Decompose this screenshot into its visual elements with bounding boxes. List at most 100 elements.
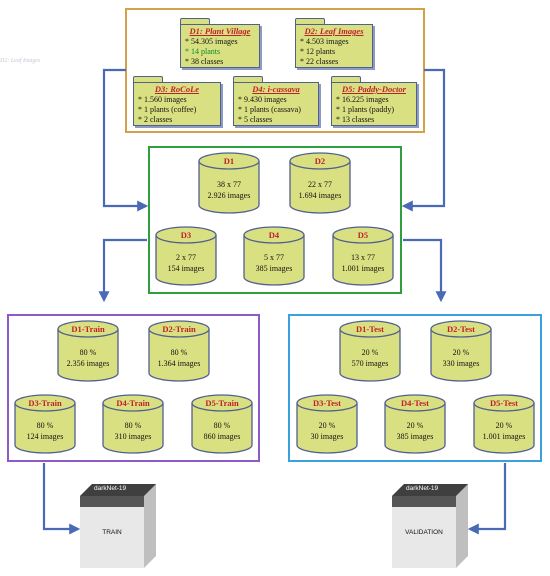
arrow-sources-to-subsets-left xyxy=(102,68,149,212)
cylinder-line: 80 % xyxy=(170,348,188,357)
folder-tab xyxy=(233,76,263,84)
cylinder-line: 2.926 images xyxy=(207,191,251,200)
folder-line: * 1 plants (paddy) xyxy=(336,105,394,114)
folder-lines: * 4.503 images * 12 plants * 22 classes xyxy=(300,37,349,67)
model-box-validation: darkNet-19 VALIDATION xyxy=(392,484,470,570)
cylinder-shape xyxy=(148,320,210,382)
cylinder-line: 13 x 77 xyxy=(351,253,375,262)
cylinder-line: 20 % xyxy=(495,421,513,430)
folder-line: * 13 classes xyxy=(336,115,375,124)
folder-line: * 54.305 images xyxy=(185,37,238,46)
subset-datasets-frame xyxy=(148,146,402,294)
folder-line: * 5 classes xyxy=(238,115,273,124)
cylinder-line: 1.694 images xyxy=(298,191,342,200)
cylinder-line: 30 images xyxy=(310,432,344,441)
cylinder-shape xyxy=(102,394,164,454)
cylinder-line: 570 images xyxy=(351,359,389,368)
folder-line: * 9.430 images xyxy=(238,95,287,104)
test-cylinder-d1: D1-Test 20 % 570 images xyxy=(339,320,401,382)
cylinder-line: 2.356 images xyxy=(66,359,110,368)
cylinder-line: 20 % xyxy=(361,348,379,357)
folder-line: * 38 classes xyxy=(185,57,224,66)
cylinder-shape xyxy=(430,320,492,382)
cylinder-shape xyxy=(473,394,535,454)
cylinder-title: D1-Test xyxy=(355,324,385,334)
cylinder-line: 385 images xyxy=(255,264,293,273)
source-folder-d3: D3: RoCoLe * 1.560 images * 1 plants (co… xyxy=(133,76,221,126)
arrow-train-to-model xyxy=(42,463,81,535)
arrow-subsets-to-train xyxy=(98,238,147,303)
cylinder-line: 154 images xyxy=(167,264,205,273)
folder-line: * 12 plants xyxy=(300,47,336,56)
cylinder-title: D3-Train xyxy=(28,398,62,408)
folder-lines: * 1.560 images * 1 plants (coffee) * 2 c… xyxy=(138,95,196,125)
dataset-cylinder-d2: D2 22 x 77 1.694 images xyxy=(289,152,351,214)
folder-lines: * 16.225 images * 1 plants (paddy) * 13 … xyxy=(336,95,394,125)
test-cylinder-d5: D5-Test 20 % 1.001 images xyxy=(473,394,535,454)
folder-title: D1: Plant Village xyxy=(189,26,251,36)
arrow-sources-to-subsets-right xyxy=(401,68,446,212)
folder-title: D2: Leaf Images xyxy=(304,26,364,36)
cylinder-line: 330 images xyxy=(442,359,480,368)
cylinder-line: 22 x 77 xyxy=(308,180,332,189)
train-cylinder-d3: D3-Train 80 % 124 images xyxy=(14,394,76,454)
train-split-frame xyxy=(7,314,260,462)
cylinder-title: D4-Train xyxy=(116,398,150,408)
cylinder-title: D1 xyxy=(223,156,235,166)
cylinder-title: D3-Test xyxy=(312,398,342,408)
cylinder-title: D1-Train xyxy=(71,324,105,334)
folder-body: D3: RoCoLe * 1.560 images * 1 plants (co… xyxy=(133,82,221,126)
cylinder-line: 1.001 images xyxy=(341,264,385,273)
cylinder-shape xyxy=(191,394,253,454)
model-box-header: darkNet-19 xyxy=(94,485,127,492)
cylinder-shape xyxy=(198,152,260,214)
dataset-cylinder-d3: D3 2 x 77 154 images xyxy=(155,226,217,286)
cylinder-shape xyxy=(339,320,401,382)
dataset-cylinder-d4: D4 5 x 77 385 images xyxy=(243,226,305,286)
model-box-train: darkNet-19 TRAIN xyxy=(80,484,158,570)
test-cylinder-d3: D3-Test 20 % 30 images xyxy=(296,394,358,454)
test-cylinder-d2: D2-Test 20 % 330 images xyxy=(430,320,492,382)
train-cylinder-d5: D5-Train 80 % 860 images xyxy=(191,394,253,454)
cylinder-title: D4-Test xyxy=(400,398,430,408)
folder-line: * 16.225 images xyxy=(336,95,389,104)
test-split-frame xyxy=(288,314,542,462)
folder-tab xyxy=(295,18,325,26)
cylinder-line: 20 % xyxy=(318,421,336,430)
cylinder-line: 860 images xyxy=(203,432,241,441)
dataset-cylinder-d1: D1 38 x 77 2.926 images xyxy=(198,152,260,214)
test-cylinder-d4: D4-Test 20 % 385 images xyxy=(384,394,446,454)
cylinder-line: 20 % xyxy=(452,348,470,357)
folder-line: * 14 plants xyxy=(185,47,221,56)
cylinder-line: 20 % xyxy=(406,421,424,430)
cylinder-line: 1.364 images xyxy=(157,359,201,368)
arrow-test-to-model xyxy=(467,463,507,535)
cylinder-title: D5 xyxy=(357,230,369,240)
cylinder-shape xyxy=(384,394,446,454)
dataset-cylinder-d5: D5 13 x 77 1.001 images xyxy=(332,226,394,286)
source-folder-d5: D5: Paddy-Doctor * 16.225 images * 1 pla… xyxy=(331,76,417,126)
cylinder-line: 80 % xyxy=(79,348,97,357)
source-folder-d1: D1: Plant Village * 54.305 images * 14 p… xyxy=(180,18,260,68)
cylinder-title: D2 xyxy=(314,156,326,166)
folder-title: D5: Paddy-Doctor xyxy=(342,84,406,94)
cylinder-shape xyxy=(332,226,394,286)
cylinder-line: 2 x 77 xyxy=(176,253,196,262)
folder-body: D5: Paddy-Doctor * 16.225 images * 1 pla… xyxy=(331,82,417,126)
cylinder-shape xyxy=(14,394,76,454)
cylinder-line: 80 % xyxy=(124,421,142,430)
cylinder-title: D5-Train xyxy=(205,398,239,408)
cylinder-shape xyxy=(289,152,351,214)
cylinder-title: D5-Test xyxy=(489,398,519,408)
arrow-subsets-to-test xyxy=(403,238,447,303)
train-cylinder-d1: D1-Train 80 % 2.356 images xyxy=(57,320,119,382)
source-folder-d4: D4: i-cassava * 9.430 images * 1 plants … xyxy=(233,76,319,126)
folder-title: D4: i-cassava xyxy=(252,84,300,94)
folder-body: D4: i-cassava * 9.430 images * 1 plants … xyxy=(233,82,319,126)
cylinder-title: D3 xyxy=(180,230,192,240)
cylinder-title: D4 xyxy=(268,230,280,240)
folder-title: D3: RoCoLe xyxy=(154,84,200,94)
cylinder-title: D2-Train xyxy=(162,324,196,334)
folder-tab xyxy=(331,76,361,84)
